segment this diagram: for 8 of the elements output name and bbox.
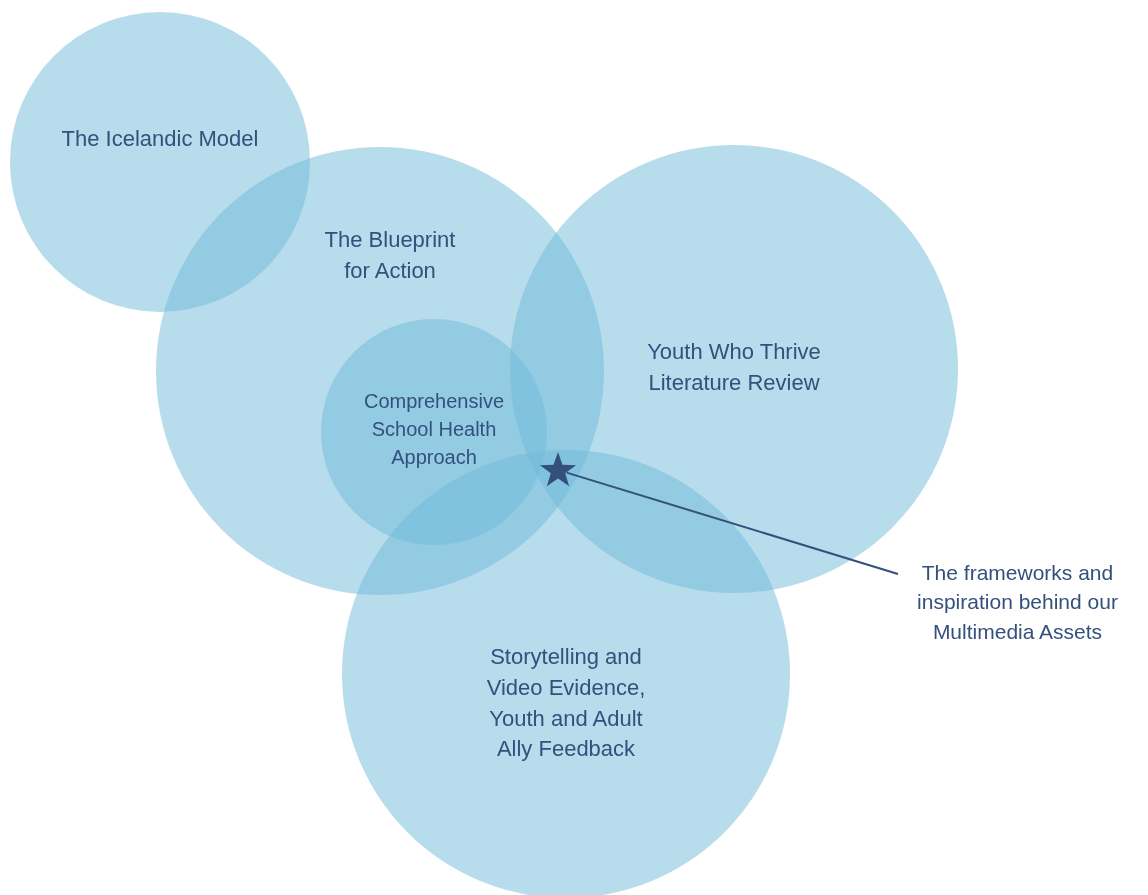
node-label: Youth Who Thrive Literature Review bbox=[646, 338, 822, 397]
node-label: The Blueprint for Action bbox=[323, 226, 457, 285]
node-label: Storytelling and Video Evidence, Youth and Adult Ally Feedback bbox=[485, 643, 647, 764]
node-label: The Icelandic Model bbox=[60, 125, 260, 153]
star-icon bbox=[539, 451, 577, 487]
annotation-text: The frameworks and inspiration behind our Multimedia Assets bbox=[890, 558, 1145, 647]
leader-line bbox=[565, 471, 899, 575]
node-label: Comprehensive School Health Approach bbox=[362, 389, 506, 470]
